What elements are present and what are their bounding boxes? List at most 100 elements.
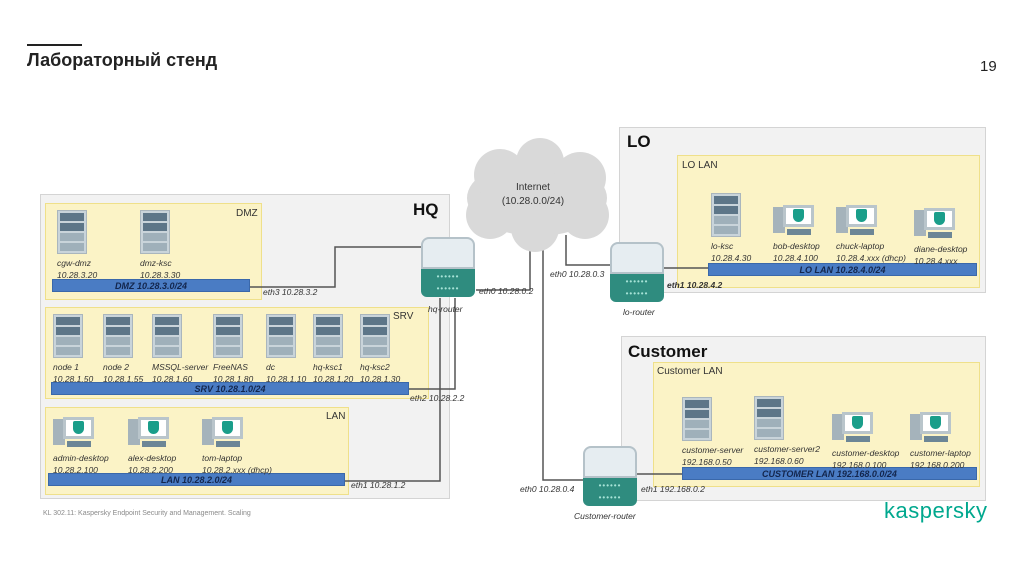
cloud-icon (466, 138, 609, 252)
srv-subnet-bar: SRV 10.28.1.0/24 (51, 382, 409, 395)
hq-router-label: hq-router (428, 304, 463, 314)
host-node-2[interactable]: node 2 10.28.1.55 (103, 314, 193, 385)
host-ip: 10.28.2.200 (128, 465, 173, 475)
host-ip: 10.28.1.55 (103, 374, 144, 384)
link-hq-internet (476, 245, 531, 291)
host-name: customer-server (682, 445, 744, 455)
internet-label: Internet (516, 182, 550, 193)
host-name: customer-laptop (910, 448, 971, 458)
host-name: lo-ksc (711, 241, 734, 251)
host-name: node 2 (103, 362, 129, 372)
host-diane-desktop[interactable]: diane-desktop 10.28.4.xxx (914, 208, 1004, 267)
customer-router-label: Customer-router (574, 511, 636, 521)
footer-text: KL 302.11: Kaspersky Endpoint Security a… (43, 510, 251, 517)
hq-router[interactable]: •••••••••••• (421, 237, 475, 297)
server-icon (682, 397, 712, 441)
lo-label: LO (627, 132, 651, 151)
desktop-shield-icon (836, 205, 878, 237)
desktop-shield-icon (910, 412, 952, 444)
host-customer-server2[interactable]: customer-server2 192.168.0.60 (754, 396, 844, 467)
lan-subnet-bar: LAN 10.28.2.0/24 (48, 473, 345, 486)
server-icon (152, 314, 182, 358)
host-name: diane-desktop (914, 244, 968, 254)
host-hq-ksc2[interactable]: hq-ksc2 10.28.1.30 (360, 314, 450, 385)
internet-cloud: Internet (10.28.0.0/24) (488, 181, 578, 209)
host-customer-desktop[interactable]: customer-desktop 192.168.0.100 (832, 412, 922, 471)
host-name: FreeNAS (213, 362, 248, 372)
host-name: bob-desktop (773, 241, 820, 251)
host-name: customer-desktop (832, 448, 900, 458)
kaspersky-logo: kaspersky (884, 498, 988, 523)
host-ip: 10.28.3.20 (57, 270, 98, 280)
host-name: alex-desktop (128, 453, 177, 463)
customer-eth1: eth1 192.168.0.2 (641, 484, 705, 494)
host-name: chuck-laptop (836, 241, 885, 251)
host-name: tom-laptop (202, 453, 243, 463)
host-ip: 192.168.0.100 (832, 460, 887, 470)
customer-router[interactable]: •••••••••••• (583, 446, 637, 506)
link-lo-internet (565, 235, 611, 266)
dmz-subnet-bar: DMZ 10.28.3.0/24 (52, 279, 250, 292)
server-icon (360, 314, 390, 358)
customer-eth0: eth0 10.28.0.4 (520, 484, 575, 494)
host-tom-laptop[interactable]: tom-laptop 10.28.2.xxx (dhcp) (202, 417, 292, 476)
server-icon (213, 314, 243, 358)
link-lan (345, 298, 441, 482)
hq-eth2: eth2 10.28.2.2 (410, 393, 465, 403)
lo-eth0: eth0 10.28.0.3 (550, 269, 605, 279)
host-ip: 192.168.0.200 (910, 460, 965, 470)
host-ip: 10.28.4.xxx (914, 256, 958, 266)
link-srv (409, 298, 456, 390)
host-ip: 192.168.0.50 (682, 457, 732, 467)
host-ip: 10.28.1.10 (266, 374, 307, 384)
desktop-shield-icon (832, 412, 874, 444)
host-customer-server[interactable]: customer-server 192.168.0.50 (682, 397, 772, 468)
server-icon (754, 396, 784, 440)
host-ip: 10.28.3.30 (140, 270, 181, 280)
lo-lan-subnet-bar: LO LAN 10.28.4.0/24 (708, 263, 977, 276)
host-ip: 10.28.1.50 (53, 374, 94, 384)
lan-label: LAN (326, 411, 346, 422)
customer-lan-subnet-bar: CUSTOMER LAN 192.168.0.0/24 (682, 467, 977, 480)
lo-lan-label: LO LAN (682, 160, 718, 171)
host-customer-laptop[interactable]: customer-laptop 192.168.0.200 (910, 412, 1000, 471)
host-ip: 10.28.1.60 (152, 374, 193, 384)
dmz-label: DMZ (236, 208, 258, 219)
host-bob-desktop[interactable]: bob-desktop 10.28.4.100 (773, 205, 863, 264)
server-icon (103, 314, 133, 358)
host-ip: 10.28.2.xxx (dhcp) (202, 465, 272, 475)
link-dmz (250, 246, 423, 288)
hq-eth1: eth1 10.28.1.2 (351, 480, 406, 490)
host-ip: 192.168.0.60 (754, 456, 804, 466)
host-name: admin-desktop (53, 453, 109, 463)
desktop-shield-icon (128, 417, 170, 449)
host-ip: 10.28.2.100 (53, 465, 98, 475)
host-name: hq-ksc1 (313, 362, 343, 372)
link-customer-internet (542, 245, 584, 481)
server-icon (266, 314, 296, 358)
customer-label: Customer (628, 342, 708, 361)
host-admin-desktop[interactable]: admin-desktop 10.28.2.100 (53, 417, 143, 476)
host-name: hq-ksc2 (360, 362, 390, 372)
host-ip: 10.28.1.30 (360, 374, 401, 384)
host-name: customer-server2 (754, 444, 820, 454)
page-title: Лабораторный стенд (27, 50, 218, 70)
server-icon (313, 314, 343, 358)
hq-eth0: eth0 10.28.0.2 (479, 286, 534, 296)
lo-router-label: lo-router (623, 307, 655, 317)
lo-router[interactable]: •••••••••••• (610, 242, 664, 302)
page-number: 19 (980, 58, 997, 75)
host-ip: 10.28.4.100 (773, 253, 818, 263)
lo-eth1: eth1 10.28.4.2 (667, 280, 723, 290)
host-alex-desktop[interactable]: alex-desktop 10.28.2.200 (128, 417, 218, 476)
